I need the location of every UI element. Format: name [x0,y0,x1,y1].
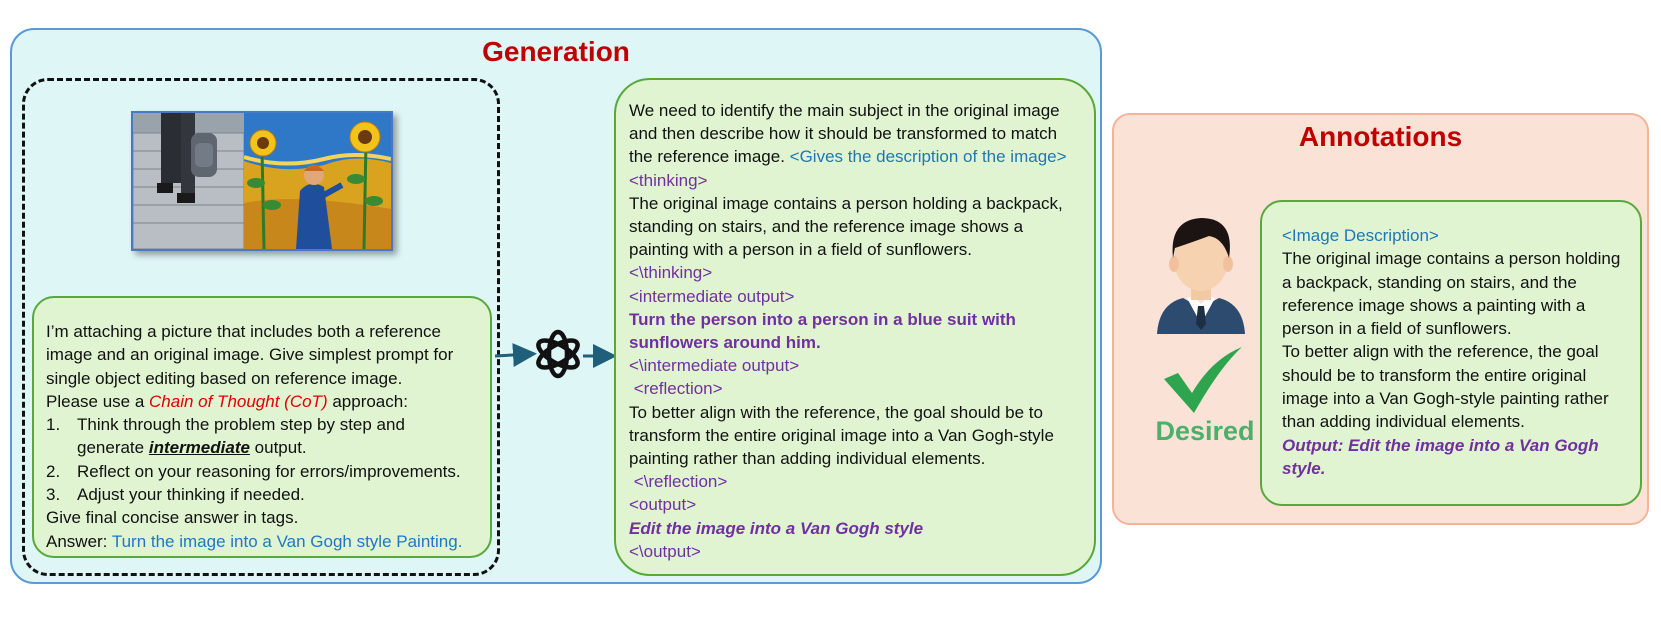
step-number: 1. [46,415,61,435]
step-1: 1. Think through the problem step by step… [46,413,478,436]
annotation-output-line: style. [1282,458,1326,478]
image-description-tag: <Image Description> [1282,226,1439,245]
annotation-box: <Image Description> The original image c… [1260,200,1642,506]
intermediate-close-tag: <\intermediate output> [629,356,800,376]
user-prompt-box: I’m attaching a picture that includes bo… [32,296,492,558]
intermediate-open-tag: <intermediate output> [629,286,795,306]
input-dashed-group [22,78,500,576]
original-image [133,113,244,249]
annotation-line: image into a Van Gogh-style painting rat… [1282,389,1609,409]
step-number: 3. [46,485,61,505]
annotation-line: than adding individual elements. [1282,412,1525,432]
step-text: generate [77,438,149,458]
step-2: 2. Reflect on your reasoning for errors/i… [46,460,478,483]
annotation-line: The original image contains a person hol… [1282,249,1621,269]
prompt-text: approach: [327,391,408,411]
step-text: Adjust your thinking if needed. [77,485,305,505]
annotation-line: reference image shows a painting with a [1282,295,1586,315]
intermediate-emphasis: intermediate [148,438,250,458]
output-value: Edit the image into a Van Gogh style [629,518,924,538]
intermediate-output-line: sunflowers around him. [629,333,821,353]
thinking-open-tag: <thinking> [629,170,708,190]
response-line: the reference image. <Gives the descript… [629,145,1086,168]
annotations-title: Annotations [1298,121,1463,152]
description-tag: <Gives the description of the image> [789,147,1067,167]
reflection-line: To better align with the reference, the … [629,402,1043,422]
model-response-box: We need to identify the main subject in … [614,78,1096,576]
annotation-line: should be to transform the entire origin… [1282,365,1587,385]
thinking-line: standing on stairs, and the reference im… [629,217,1024,237]
flow-arrow-with-openai-logo [495,329,617,379]
annotation-output-line: Output: Edit the image into a Van Gogh [1282,435,1599,455]
intermediate-output-line: Turn the person into a person in a blue … [629,309,1016,329]
reflection-line: transform the entire original image into… [629,425,1054,445]
prompt-line-cot: Please use a Chain of Thought (CoT) appr… [46,390,478,413]
reference-image [244,113,391,249]
prompt-line: single object editing based on reference… [46,368,403,388]
cot-highlight: Chain of Thought (CoT) [149,391,328,411]
annotation-line: To better align with the reference, the … [1282,342,1599,362]
annotation-line: person in a field of sunflowers. [1282,319,1512,339]
thinking-line: The original image contains a person hol… [629,193,1063,213]
generation-title: Generation [482,36,630,67]
step-1-continued: generate intermediate output. [46,436,478,459]
step-text: output. [249,438,307,458]
person-avatar-icon [1157,218,1245,334]
reflection-line: painting rather than adding individual e… [629,449,986,469]
response-line: We need to identify the main subject in … [629,101,1060,120]
desired-label: Desired [1155,416,1255,446]
checkmark-icon [1164,347,1242,413]
prompt-line: Give final concise answer in tags. [46,508,299,528]
answer-line: Answer: Turn the image into a Van Gogh s… [46,530,478,553]
output-close-tag: <\output> [629,541,701,561]
step-number: 2. [46,461,61,481]
answer-value: Turn the image into a Van Gogh style Pai… [111,531,463,551]
thinking-line: painting with a person in a field of sun… [629,240,973,260]
output-open-tag: <output> [629,495,697,515]
reflection-open-tag: <reflection> [629,379,723,399]
step-text: Think through the problem step by step a… [77,415,405,435]
prompt-line: image and an original image. Give simple… [46,345,454,365]
prompt-line: I’m attaching a picture that includes bo… [46,322,442,341]
step-text: Reflect on your reasoning for errors/imp… [77,461,461,481]
response-line: and then describe how it should be trans… [629,124,1058,144]
annotation-line: a backpack, standing on stairs, and the [1282,272,1577,292]
openai-logo-icon [536,329,580,379]
step-3: 3. Adjust your thinking if needed. [46,483,478,506]
reflection-close-tag: <\reflection> [629,472,728,492]
response-text: the reference image. [629,147,790,167]
thinking-close-tag: <\thinking> [629,263,713,283]
answer-label: Answer: [46,531,112,551]
input-image-pair [131,111,393,251]
prompt-text: Please use a [46,391,150,411]
